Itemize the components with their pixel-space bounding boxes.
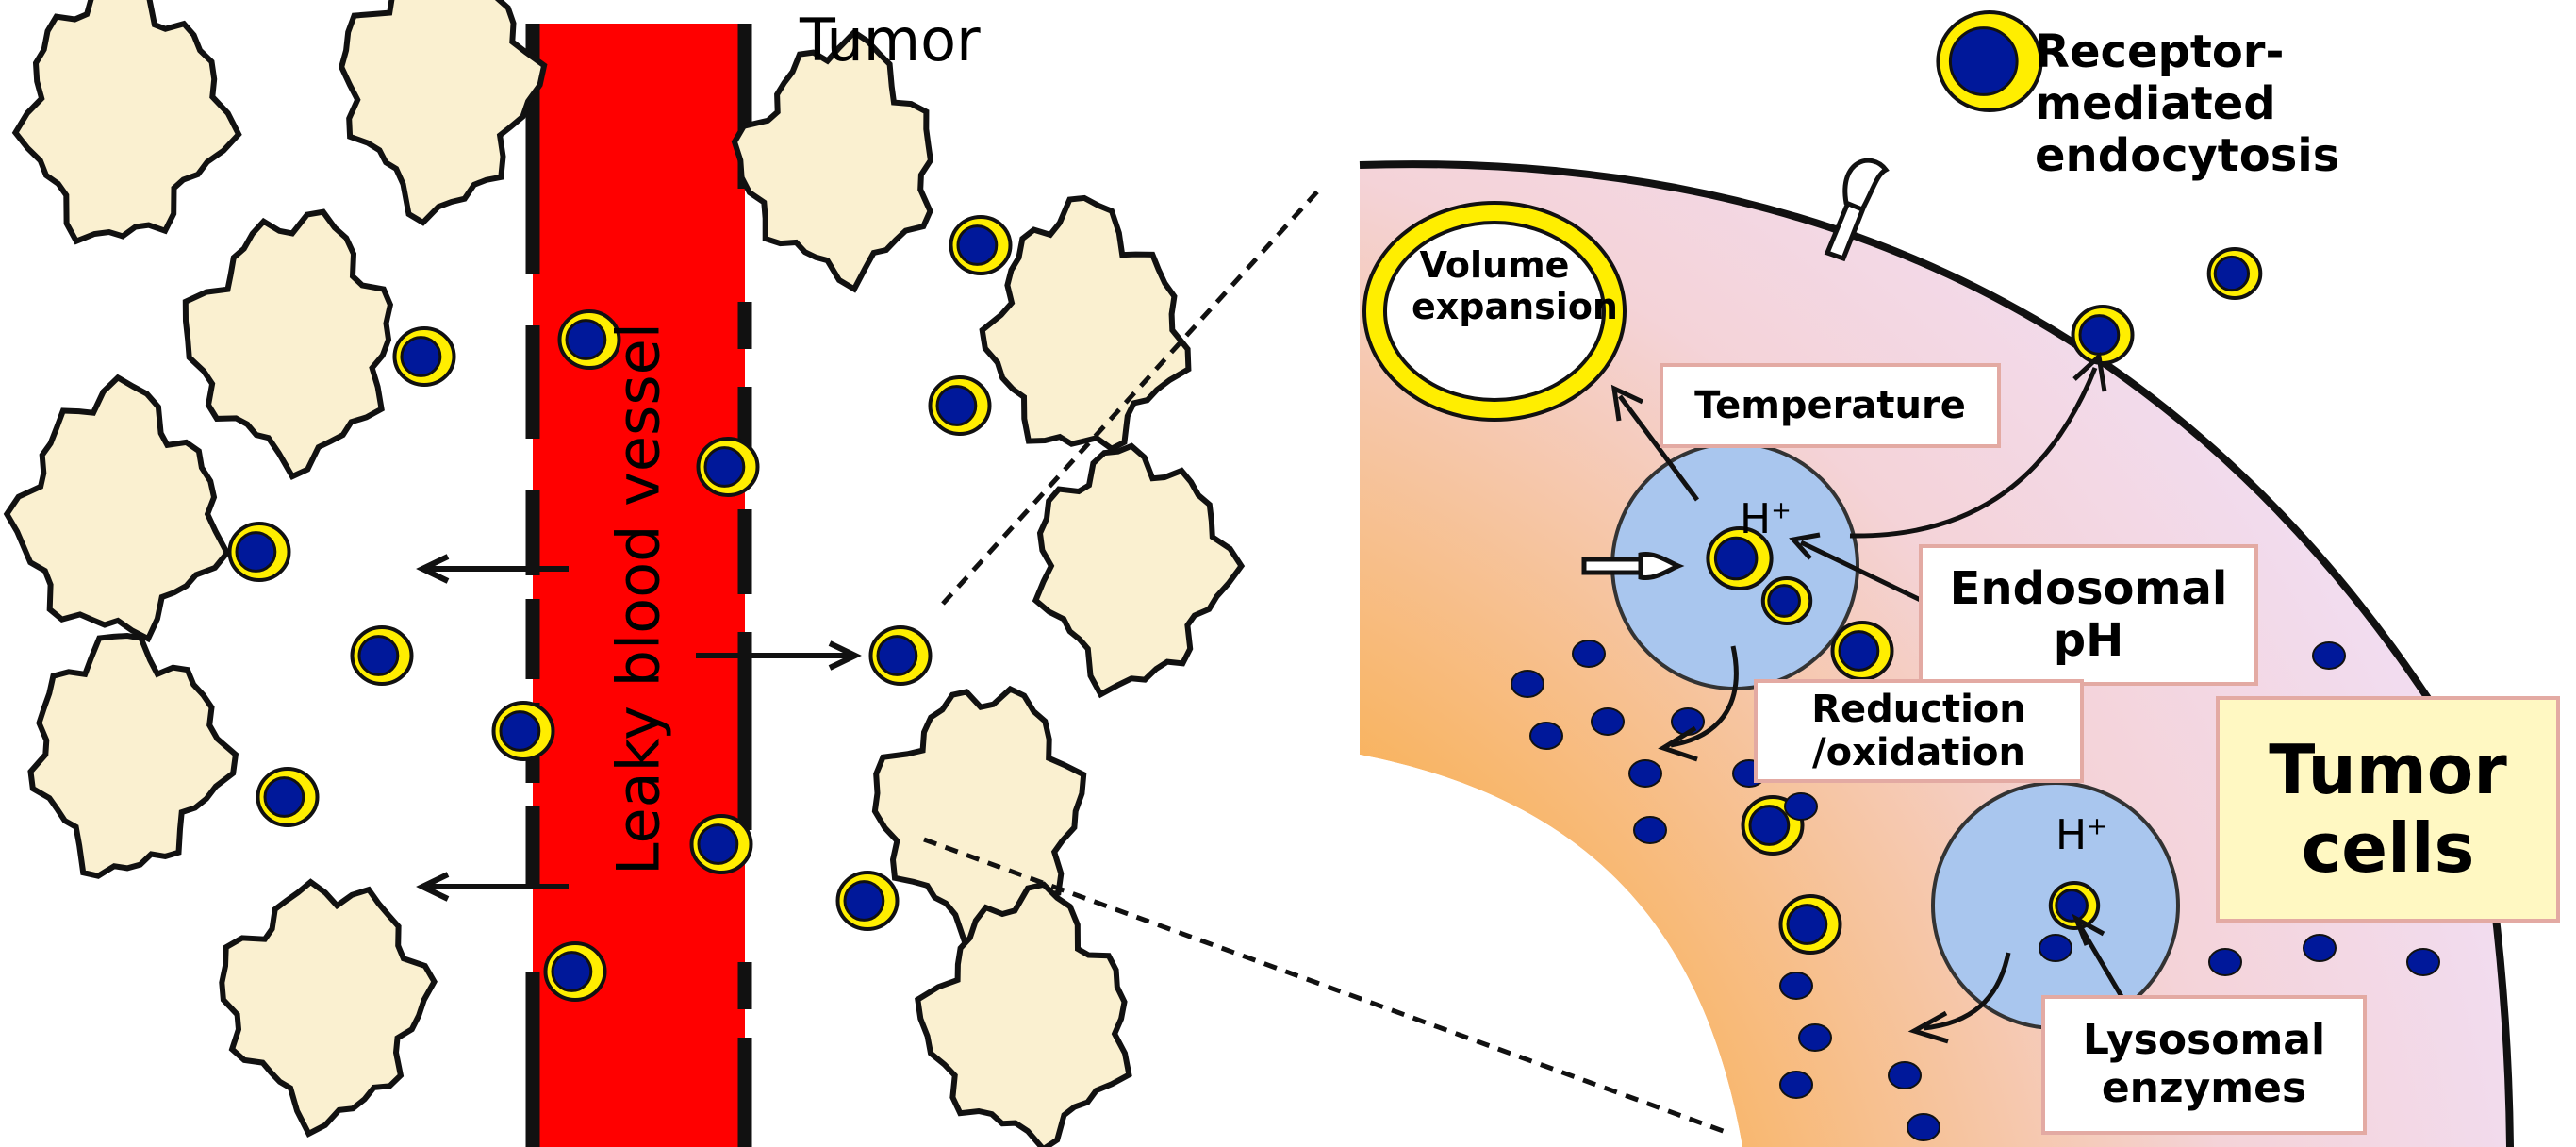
nanoparticle	[868, 625, 933, 686]
tissue-cell	[731, 28, 934, 293]
nanoparticle	[1830, 621, 1894, 681]
zoom-lines	[923, 187, 1726, 1135]
tumor-label: Tumor	[800, 6, 981, 75]
tissue-cells	[3, 0, 1246, 1147]
tissue-cell	[219, 878, 438, 1138]
drug-dot	[2208, 948, 2242, 976]
tissue-cell	[11, 0, 242, 245]
tissue-cell	[3, 374, 231, 643]
nanoparticle	[256, 767, 320, 827]
intracellular-arrows	[1610, 352, 2132, 1044]
drug-dot	[2406, 948, 2440, 976]
nanoparticle	[227, 522, 291, 582]
drug-dot	[1798, 1023, 1832, 1052]
tissue-cell	[182, 208, 394, 480]
tissue-cell	[915, 881, 1132, 1147]
nanoparticle	[1706, 526, 1774, 590]
nanoparticle	[928, 375, 992, 436]
drug-dot	[1779, 1071, 1813, 1099]
nanoparticle	[1778, 894, 1842, 955]
endosome-h-plus: H+	[1740, 495, 1792, 543]
lysosomal-enzymes-box: Lysosomal enzymes	[2041, 995, 2367, 1135]
nanoparticle	[696, 437, 760, 497]
drug-dot	[1907, 1113, 1940, 1141]
nanoparticle	[2206, 247, 2263, 300]
tumor-cell-membrane	[1359, 160, 2514, 1147]
nanoparticle	[557, 309, 621, 370]
nanoparticle	[2048, 881, 2101, 930]
drug-dot	[1888, 1061, 1922, 1089]
membrane-receptor	[1824, 158, 1890, 262]
drug-dot	[1784, 792, 1818, 821]
drug-dot	[2039, 934, 2072, 962]
cell-cutout	[1360, 755, 1742, 1147]
tissue-cell	[979, 194, 1192, 453]
tumor-cells-box: Tumor cells	[2216, 696, 2560, 923]
drug-dot	[1572, 640, 1606, 668]
nanoparticle	[392, 326, 456, 387]
reduction-oxidation-box: Reduction /oxidation	[1754, 679, 2084, 783]
leaky-blood-vessel-label: Leaky blood vessel	[603, 322, 673, 876]
extravasation-arrows	[416, 554, 862, 902]
nanoparticle	[835, 871, 900, 931]
endosome-receptor	[1581, 551, 1685, 581]
drug-dot	[1628, 759, 1662, 788]
temperature-box: Temperature	[1660, 363, 2001, 448]
nanoparticle	[2071, 305, 2135, 365]
volume-expansion-particle	[1362, 201, 1627, 422]
nanoparticle	[543, 941, 607, 1002]
nanoparticle	[1936, 10, 2043, 112]
drug-dot	[1529, 722, 1563, 750]
drug-dot	[1591, 707, 1625, 736]
nanoparticles	[227, 10, 2263, 1002]
nanoparticle	[949, 215, 1013, 275]
endosomal-ph-box: Endosomal pH	[1919, 544, 2258, 686]
nanoparticle	[350, 625, 414, 686]
tissue-cell	[27, 632, 239, 879]
lysosome-h-plus: H+	[2056, 811, 2107, 859]
drug-dot	[1779, 972, 1813, 1000]
drug-dot	[1633, 816, 1667, 844]
drug-dot	[2303, 934, 2337, 962]
nanoparticle	[491, 701, 555, 761]
tissue-cell	[1032, 442, 1246, 699]
receptor-mediated-endocytosis-label: Receptor- mediated endocytosis	[2035, 25, 2340, 183]
tissue-cell	[339, 0, 548, 226]
nanoparticle	[1760, 576, 1813, 625]
drug-dot	[2312, 641, 2346, 670]
nanoparticle	[689, 814, 753, 874]
drug-dot	[1511, 670, 1544, 698]
volume-expansion-label: Volume expansion	[1412, 244, 1618, 327]
